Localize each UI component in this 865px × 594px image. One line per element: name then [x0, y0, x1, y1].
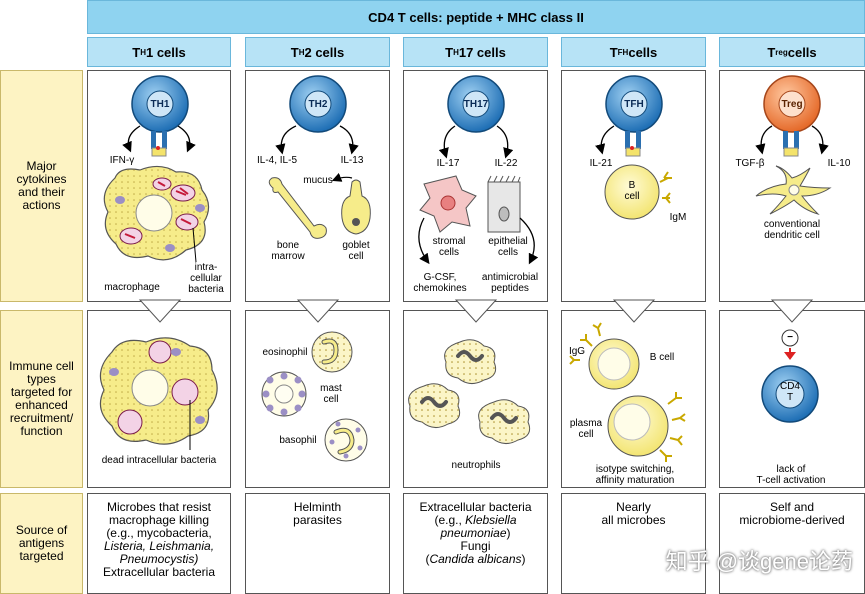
tfh-cell-label: TFH: [624, 99, 644, 110]
macrophage-label: macrophage: [104, 282, 160, 293]
intracellular-label-3: bacteria: [188, 284, 224, 295]
mucus-label: mucus: [303, 175, 333, 186]
tgf-beta-label: TGF-β: [735, 158, 765, 169]
neutrophils-label: neutrophils: [451, 460, 501, 471]
isotype-switching-label: isotype switching,: [595, 464, 675, 475]
goblet-cell-label-2: cell: [348, 251, 364, 262]
cell-th1-source: [87, 493, 231, 594]
th2-cell-label: TH2: [308, 99, 328, 110]
b-cell-label-1: B: [628, 180, 636, 191]
il13-label: IL-13: [340, 155, 364, 166]
b-cell-label-2: cell: [624, 191, 640, 202]
dendritic-label-1: conventional: [763, 219, 821, 230]
dead-bacteria-label: dead intracellular bacteria: [101, 455, 217, 466]
th2-cell-icon: [289, 75, 347, 133]
treg-cell-icon: [763, 75, 821, 157]
source-th2: Helminth parasites: [293, 500, 342, 527]
amp-label-2: peptides: [491, 283, 529, 294]
macrophage-icon: [103, 165, 210, 261]
b-cell-igg-icon: [569, 322, 640, 390]
stromal-cell-icon: [419, 175, 477, 233]
il21-label: IL-21: [589, 158, 613, 169]
bone-marrow-label-2: marrow: [271, 251, 305, 262]
dead-bacteria-macrophage-icon: [99, 337, 218, 445]
lack-activation-label-1: lack of: [776, 464, 806, 475]
igg-label: IgG: [568, 346, 586, 357]
cd4-label-1: CD4: [779, 381, 800, 392]
stromal-label-2: cells: [438, 247, 459, 258]
intracellular-label-1: intra-: [194, 262, 218, 273]
row-header-immune: Immune cell types targeted for enhanced …: [0, 310, 83, 488]
basophil-label: basophil: [279, 435, 317, 446]
lack-activation-label-2: T-cell activation: [756, 475, 826, 486]
gcsf-label-1: G-CSF,: [423, 272, 457, 283]
th17-cell-label: TH17: [463, 99, 489, 110]
source-th17: Extracellular bacteria (e.g., Klebsiella…: [419, 500, 532, 566]
eosinophil-label: eosinophil: [262, 347, 308, 358]
th17-cell-icon: [447, 75, 505, 133]
treg-cell-label: Treg: [781, 99, 803, 110]
source-treg: Self and microbiome-derived: [739, 500, 845, 527]
b-cell-icon: [604, 164, 672, 220]
plasma-cell-label-2: cell: [578, 429, 594, 440]
dendritic-cell-icon: [755, 165, 832, 216]
source-tfh: Nearly all microbes: [601, 500, 666, 527]
affinity-maturation-label: affinity maturation: [595, 475, 675, 486]
epithelial-label-1: epithelial: [488, 236, 528, 247]
gcsf-label-2: chemokines: [413, 283, 467, 294]
th1-cell-icon: [131, 75, 189, 157]
goblet-cell-label-1: goblet: [342, 240, 370, 251]
watermark: 知乎 @谈gene论药: [665, 549, 853, 574]
minus-sign: −: [787, 332, 793, 343]
cd4-label-2: T: [786, 392, 794, 403]
il4-il5-label: IL-4, IL-5: [256, 155, 298, 166]
plasma-cell-icon: [607, 392, 686, 462]
cell-th2-source: [245, 493, 390, 594]
basophil-icon: [324, 418, 368, 462]
neutrophils-icon: [408, 339, 531, 444]
row-transition-arrows: [138, 299, 814, 323]
il10-label: IL-10: [827, 158, 851, 169]
intracellular-label-2: cellular: [190, 273, 222, 284]
mast-cell-label-2: cell: [323, 394, 339, 405]
epithelial-cells-icon: [487, 175, 521, 233]
il17-label: IL-17: [436, 158, 460, 169]
goblet-cell-icon: [331, 172, 371, 235]
row-header-source: Source of antigens targeted: [0, 493, 83, 594]
ifn-gamma-label: IFN-γ: [109, 155, 135, 166]
row-header-cytokines: Major cytokines and their actions: [0, 70, 83, 302]
igm-label: IgM: [669, 212, 687, 223]
mast-cell-label-1: mast: [320, 383, 342, 394]
epithelial-label-2: cells: [497, 247, 518, 258]
th1-cell-label: TH1: [150, 99, 170, 110]
dendritic-label-2: dendritic cell: [764, 230, 820, 241]
inhibition-icon: [781, 329, 799, 360]
cell-tfh-source: [561, 493, 706, 594]
mast-cell-icon: [261, 371, 307, 417]
bone-marrow-label-1: bone: [276, 240, 300, 251]
eosinophil-icon: [311, 331, 353, 373]
bone-icon: [268, 177, 327, 239]
il22-label: IL-22: [494, 158, 518, 169]
b-cell-row2-label: B cell: [649, 352, 675, 363]
stromal-label-1: stromal: [432, 236, 466, 247]
cell-th17-source: [403, 493, 548, 594]
source-th1: Microbes that resist macrophage killing …: [102, 500, 216, 579]
mhc-banner: CD4 T cells: peptide + MHC class II: [87, 0, 865, 34]
plasma-cell-label-1: plasma: [569, 418, 603, 429]
tfh-cell-icon: [605, 75, 663, 157]
amp-label-1: antimicrobial: [481, 272, 539, 283]
cd4-t-cell-icon: [761, 365, 819, 423]
